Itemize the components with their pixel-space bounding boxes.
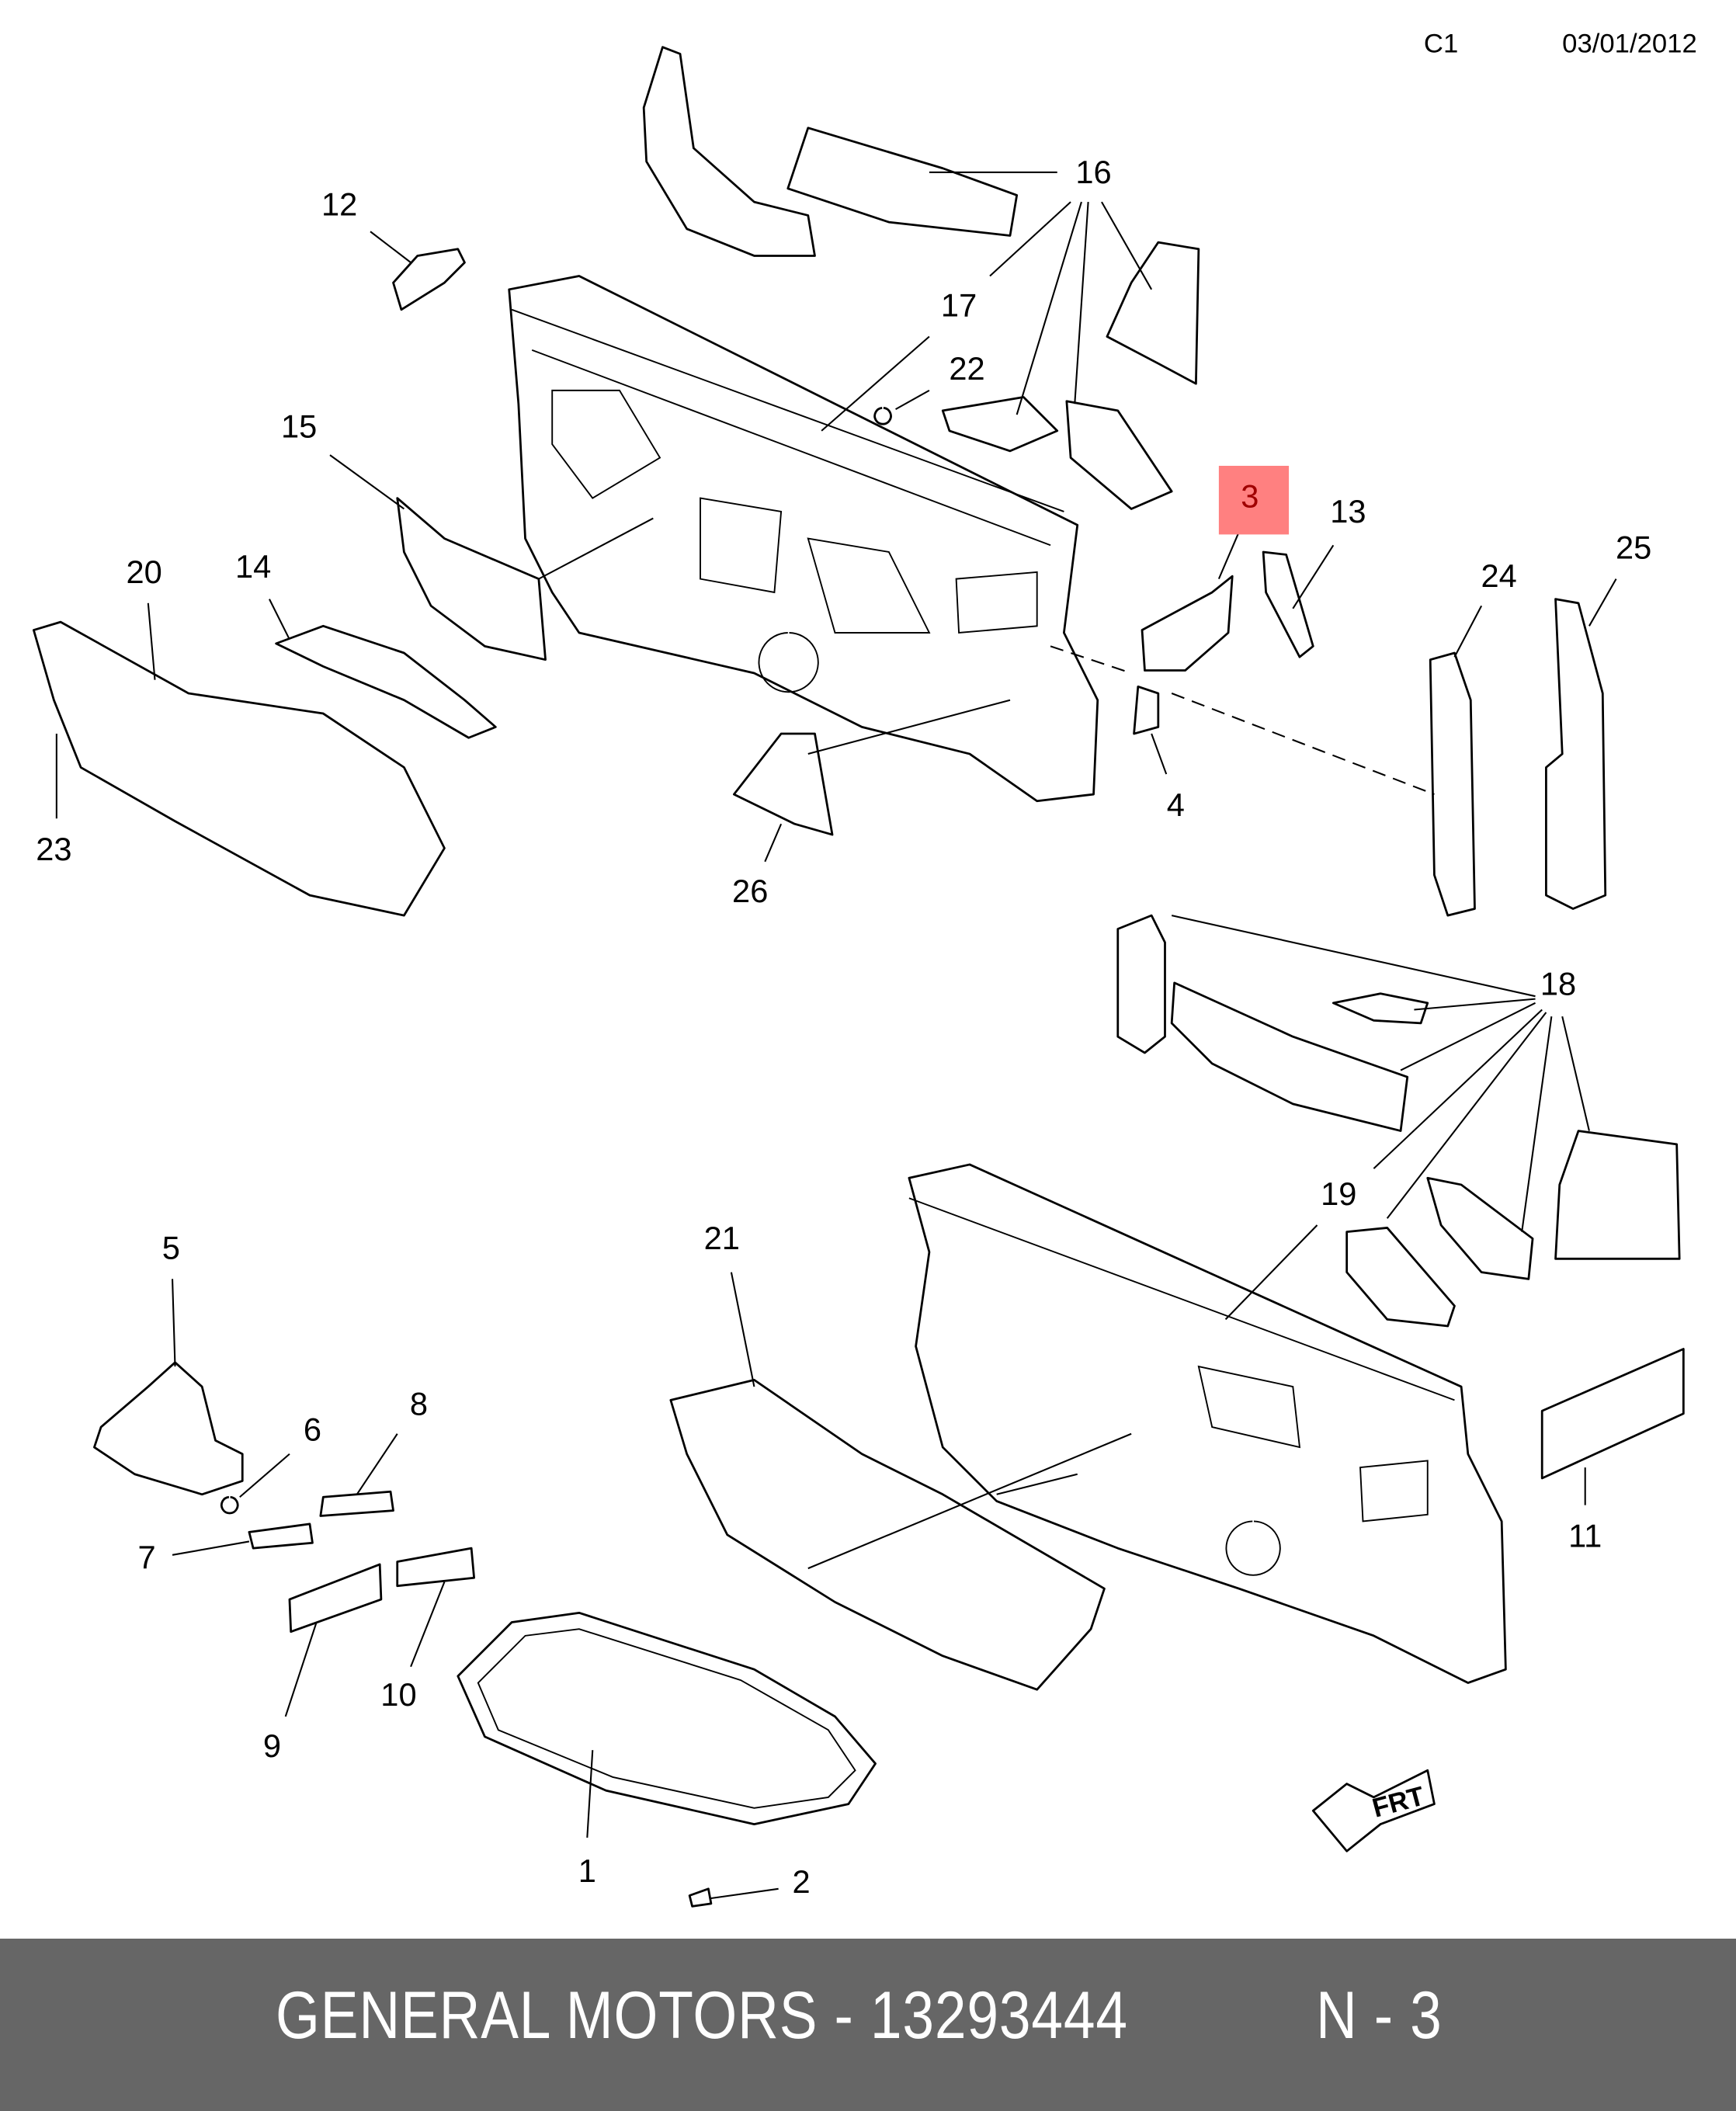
callout-7[interactable]: 7	[137, 1539, 155, 1575]
callout-15[interactable]: 15	[281, 408, 317, 445]
pad-9	[288, 1563, 383, 1634]
callout-16[interactable]: 16	[1075, 154, 1111, 190]
insulator-group-16	[642, 46, 1200, 510]
callout-17[interactable]: 17	[941, 287, 977, 324]
callout-10[interactable]: 10	[380, 1676, 416, 1713]
callout-9[interactable]: 9	[263, 1727, 281, 1764]
callout-4[interactable]: 4	[1167, 786, 1185, 823]
callout-23[interactable]: 23	[36, 831, 71, 867]
callout-19[interactable]: 19	[1321, 1175, 1356, 1212]
insulator-14	[275, 624, 497, 739]
footer-banner: GENERAL MOTORS - 13293444 N - 3	[0, 1939, 1736, 2111]
front-direction-arrow-icon: FRT	[1311, 1769, 1436, 1852]
leader-lines	[55, 171, 1617, 1900]
pad-11	[1540, 1348, 1685, 1480]
callout-24[interactable]: 24	[1481, 557, 1517, 594]
callout-26[interactable]: 26	[732, 873, 768, 909]
dash-panel-upper	[508, 275, 1099, 803]
exploded-parts-diagram: C1 03/01/2012	[32, 30, 1697, 1908]
clip-13	[1262, 550, 1314, 658]
callout-25[interactable]: 25	[1616, 529, 1651, 566]
callout-13[interactable]: 13	[1330, 493, 1366, 529]
dashed-guide-line	[1050, 645, 1435, 796]
callout-18[interactable]: 18	[1540, 965, 1576, 1002]
callout-1[interactable]: 1	[578, 1852, 596, 1889]
insulator-group-18	[1116, 914, 1681, 1328]
brand-part-number: GENERAL MOTORS - 13293444	[276, 1978, 1128, 2053]
callout-11[interactable]: 11	[1568, 1517, 1602, 1554]
insulator-5	[93, 1361, 244, 1496]
dash-panel-lower	[908, 1163, 1507, 1684]
bracket-12	[392, 248, 466, 311]
push-pin-2	[688, 1887, 713, 1908]
nut-22	[873, 407, 892, 425]
callout-14[interactable]: 14	[235, 548, 271, 585]
pad-8	[319, 1490, 394, 1517]
diagram-date: 03/01/2012	[1562, 30, 1697, 59]
front-label: FRT	[1370, 1782, 1428, 1824]
callout-21[interactable]: 21	[704, 1220, 740, 1256]
clip-4	[1133, 685, 1160, 735]
seal-25	[1545, 598, 1607, 910]
callout-5[interactable]: 5	[162, 1229, 180, 1266]
highlighted-part-marker	[1218, 465, 1290, 535]
insulator-15	[396, 497, 547, 661]
callout-2[interactable]: 2	[793, 1863, 811, 1900]
callout-22[interactable]: 22	[949, 350, 984, 387]
seal-24	[1429, 651, 1476, 917]
pad-10	[396, 1547, 475, 1588]
insulator-20	[32, 620, 446, 917]
callout-20[interactable]: 20	[126, 554, 161, 590]
diagram-code: C1	[1424, 30, 1458, 59]
pad-7	[248, 1522, 314, 1550]
callout-3[interactable]: 3	[1241, 478, 1259, 515]
hood-insulator-1	[457, 1611, 877, 1825]
callout-6[interactable]: 6	[304, 1411, 321, 1447]
plug-6	[220, 1495, 239, 1515]
insulator-26	[733, 732, 834, 836]
callout-8[interactable]: 8	[410, 1385, 428, 1422]
deflector-3	[1141, 575, 1234, 672]
diagram-reference: N - 3	[1316, 1978, 1443, 2053]
callout-12[interactable]: 12	[321, 186, 357, 222]
